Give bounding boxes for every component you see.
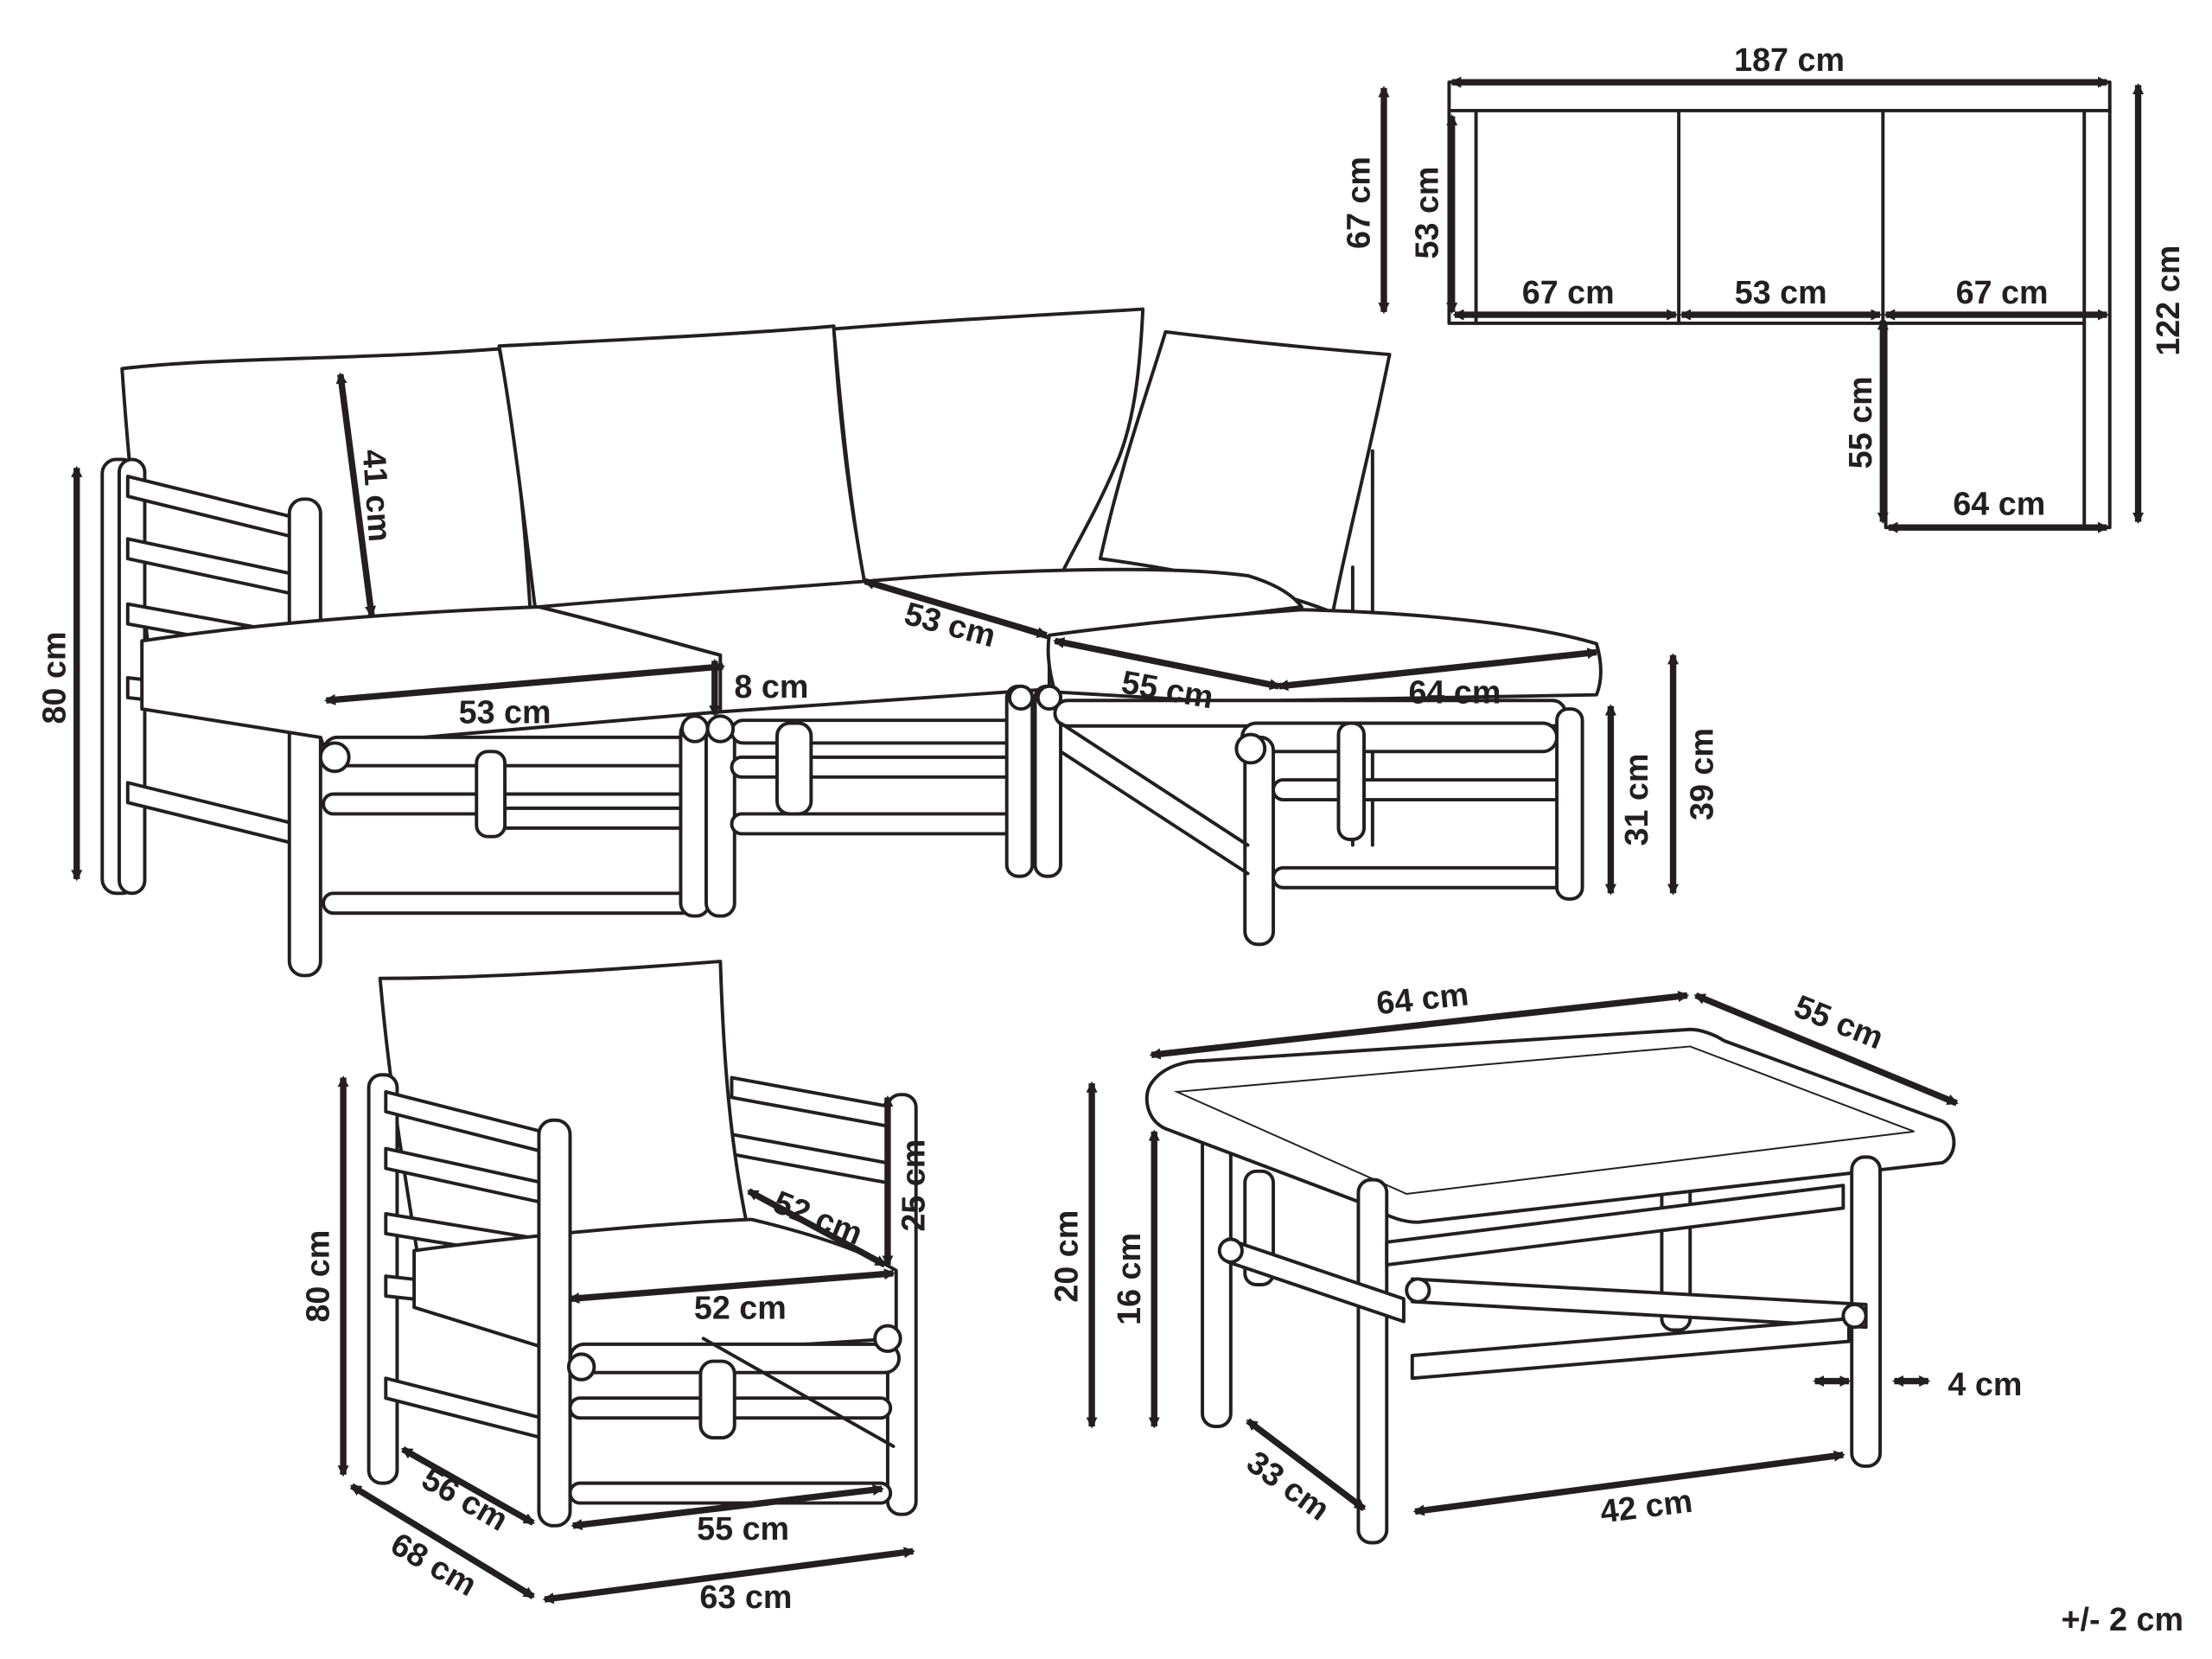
label-table-height: 20 cm (1049, 1210, 1085, 1303)
label-chair-outer-width: 63 cm (699, 1579, 792, 1615)
label-chair-height: 80 cm (300, 1230, 336, 1323)
label-chair-inner-width: 55 cm (697, 1510, 789, 1547)
back-cushion-3 (832, 307, 1145, 597)
label-sofa-ottoman-width: 64 cm (1409, 674, 1501, 711)
label-sofa-height: 80 cm (36, 632, 73, 724)
label-plan-total-width: 187 cm (1734, 41, 1845, 78)
layout-plan: 187 cm 67 cm 53 cm 67 cm 53 cm 67 cm 122… (1341, 41, 2186, 533)
label-sofa-seat-height: 31 cm (1618, 754, 1654, 846)
label-plan-seg-right: 67 cm (1956, 274, 2049, 310)
label-sofa-gap: 8 cm (734, 668, 808, 705)
label-plan-total-depth: 122 cm (2150, 246, 2186, 356)
label-plan-seg-middle: 53 cm (1735, 274, 1827, 310)
back-cushion-2 (497, 324, 867, 617)
label-plan-depth-left: 67 cm (1341, 156, 1377, 249)
label-sofa-backrest: 41 cm (356, 448, 398, 543)
tolerance-note: +/- 2 cm (2061, 1601, 2183, 1637)
label-sofa-seat-width: 53 cm (459, 693, 551, 730)
label-table-leg-height: 16 cm (1111, 1233, 1147, 1325)
label-table-leg-thickness: 4 cm (1947, 1366, 2022, 1402)
plan-dimensions (1378, 76, 2145, 533)
label-plan-back-depth: 53 cm (1408, 167, 1444, 259)
label-chair-seat-width: 52 cm (694, 1289, 787, 1325)
label-plan-seg-left: 67 cm (1522, 274, 1615, 310)
label-plan-ottoman-depth: 55 cm (1842, 376, 1878, 469)
sofa-frames (318, 684, 1584, 947)
label-plan-ottoman-width: 64 cm (1953, 485, 2045, 521)
label-chair-armrest: 25 cm (896, 1139, 932, 1232)
sofa-set: 80 cm 41 cm 53 cm 8 cm 53 cm 55 cm 64 cm… (36, 307, 1719, 978)
coffee-table: 64 cm 55 cm 20 cm 16 cm 4 cm 33 cm 42 cm (1049, 975, 2022, 1545)
label-sofa-ottoman-height: 39 cm (1683, 728, 1719, 820)
